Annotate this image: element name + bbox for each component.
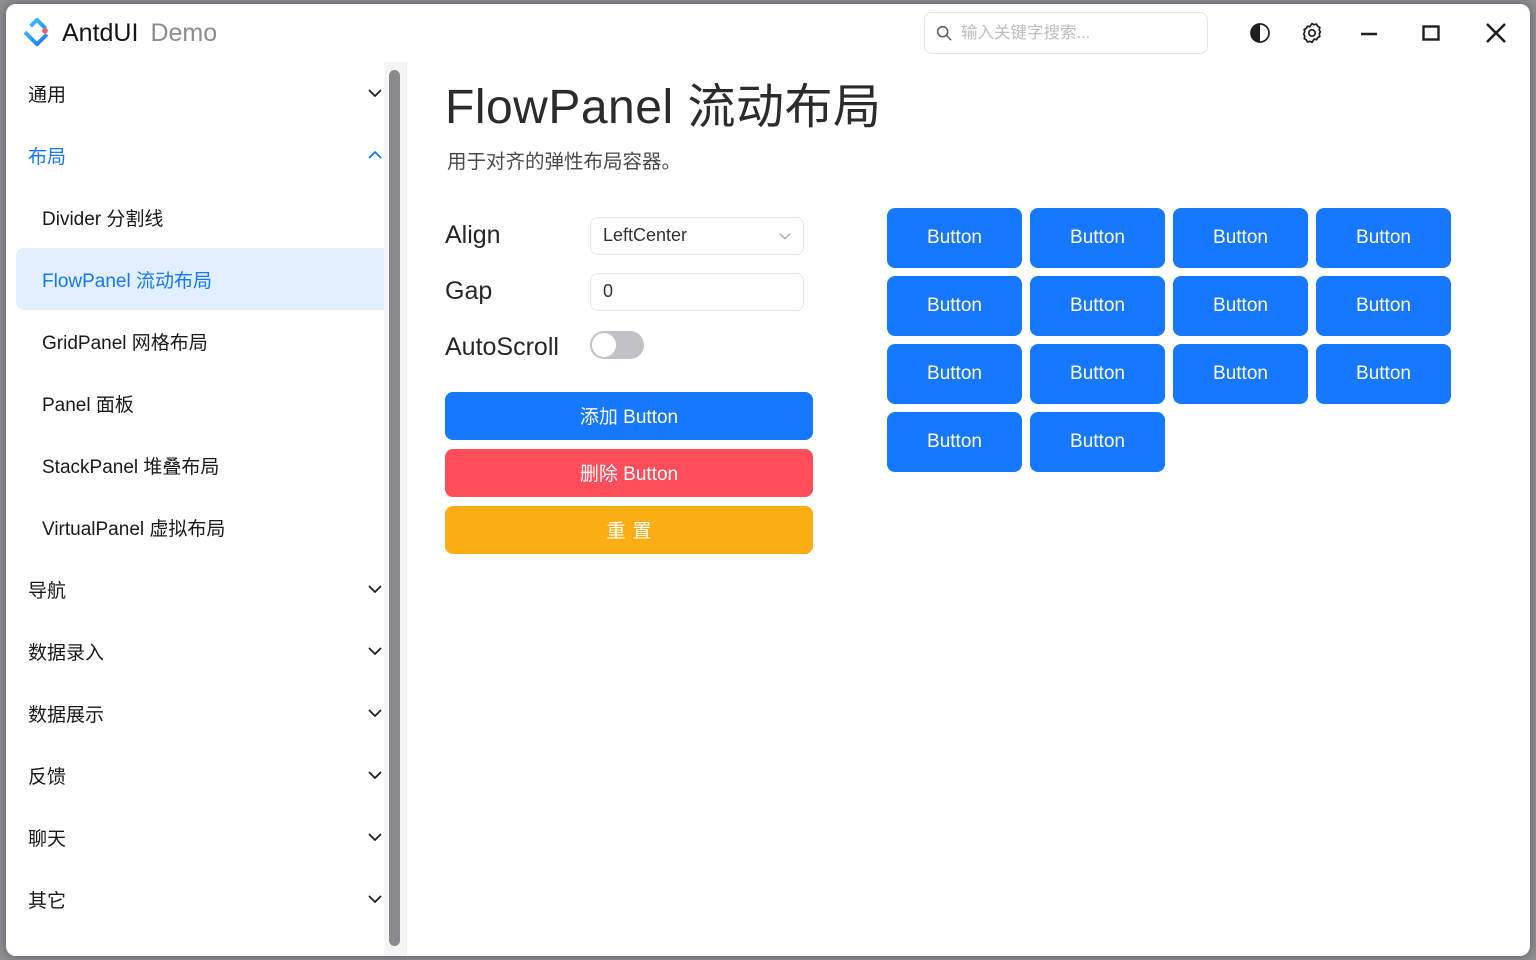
toggle-knob	[592, 333, 616, 358]
sidebar: 通用 布局 Divider 分割线 FlowPanel 流动布局 GridPan…	[6, 62, 406, 956]
sidebar-group-chat[interactable]: 聊天	[6, 806, 406, 868]
sidebar-divider	[406, 62, 407, 956]
sidebar-group-label: 其它	[28, 890, 67, 912]
flow-button[interactable]: Button	[1173, 207, 1308, 268]
flow-button[interactable]: Button	[887, 275, 1022, 336]
sidebar-group-label: 布局	[28, 146, 67, 168]
autoscroll-label: AutoScroll	[445, 333, 559, 362]
align-row: Align LeftCenter	[445, 208, 815, 264]
brand: AntdUI Demo	[22, 18, 217, 48]
page-title: FlowPanel 流动布局	[445, 81, 882, 134]
flow-button[interactable]: Button	[1173, 343, 1308, 404]
autoscroll-field	[590, 331, 815, 364]
body-area: 通用 布局 Divider 分割线 FlowPanel 流动布局 GridPan…	[6, 62, 1530, 956]
align-select-value: LeftCenter	[603, 225, 688, 246]
sidebar-scrollbar-thumb[interactable]	[389, 70, 400, 946]
flow-button[interactable]: Button	[1316, 343, 1451, 404]
antdui-logo-icon	[22, 18, 52, 47]
sidebar-group-others[interactable]: 其它	[6, 868, 406, 930]
sidebar-group-label: 数据录入	[28, 642, 105, 664]
sidebar-group-data-display[interactable]: 数据展示	[6, 682, 406, 744]
align-select[interactable]: LeftCenter	[590, 216, 804, 255]
title-bar: AntdUI Demo	[6, 4, 1530, 62]
sidebar-group-layout[interactable]: 布局	[6, 124, 406, 186]
flow-button[interactable]: Button	[887, 411, 1022, 472]
align-field: LeftCenter	[590, 216, 815, 255]
flow-button[interactable]: Button	[1316, 207, 1451, 268]
contrast-circle-icon	[1250, 23, 1270, 43]
search-box[interactable]	[924, 12, 1208, 54]
close-button[interactable]	[1462, 4, 1530, 62]
flow-button[interactable]: Button	[1030, 275, 1165, 336]
chevron-down-icon	[368, 895, 382, 903]
controls-column: Align LeftCenter Gap	[445, 208, 815, 554]
autoscroll-toggle[interactable]	[590, 331, 644, 360]
sidebar-group-label: 导航	[28, 580, 67, 602]
chevron-down-icon	[779, 232, 791, 240]
settings-button[interactable]	[1286, 4, 1338, 62]
sidebar-group-navigation[interactable]: 导航	[6, 558, 406, 620]
title-bar-actions	[924, 4, 1530, 62]
close-icon	[1486, 23, 1506, 43]
chevron-down-icon	[368, 585, 382, 593]
flow-button[interactable]: Button	[1030, 411, 1165, 472]
search-input[interactable]	[959, 22, 1197, 44]
chevron-down-icon	[368, 771, 382, 779]
sidebar-scrollbar-track[interactable]	[384, 62, 406, 956]
sidebar-group-data-entry[interactable]: 数据录入	[6, 620, 406, 682]
flow-button[interactable]: Button	[1030, 343, 1165, 404]
autoscroll-row: AutoScroll	[445, 320, 815, 376]
brand-subtitle: Demo	[150, 18, 218, 47]
maximize-icon	[1422, 25, 1440, 41]
flow-button[interactable]: Button	[887, 207, 1022, 268]
chevron-down-icon	[368, 833, 382, 841]
demo-area: Align LeftCenter Gap	[445, 207, 1530, 554]
minimize-icon	[1361, 32, 1377, 36]
sidebar-group-general[interactable]: 通用	[6, 62, 406, 124]
delete-button-button[interactable]: 删除 Button	[445, 448, 813, 497]
flow-button[interactable]: Button	[1173, 275, 1308, 336]
sidebar-item-virtualpanel[interactable]: VirtualPanel 虚拟布局	[42, 518, 226, 540]
chevron-up-icon	[368, 151, 382, 159]
minimize-button[interactable]	[1338, 4, 1400, 62]
reset-button[interactable]: 重置	[445, 505, 813, 554]
gap-input[interactable]	[590, 272, 804, 311]
gap-row: Gap	[445, 264, 815, 320]
sidebar-item-gridpanel[interactable]: GridPanel 网格布局	[42, 332, 208, 354]
page-description: 用于对齐的弹性布局容器。	[447, 150, 682, 173]
content-area: FlowPanel 流动布局 用于对齐的弹性布局容器。 Align LeftCe…	[407, 62, 1530, 956]
add-button-button[interactable]: 添加 Button	[445, 391, 813, 440]
app-window: AntdUI Demo	[6, 4, 1530, 956]
sidebar-item-panel[interactable]: Panel 面板	[42, 394, 134, 416]
chevron-down-icon	[368, 647, 382, 655]
flow-button[interactable]: Button	[1030, 207, 1165, 268]
chevron-down-icon	[368, 89, 382, 97]
sidebar-group-label: 通用	[28, 84, 67, 106]
sidebar-item-flowpanel[interactable]: FlowPanel 流动布局	[16, 248, 396, 310]
gear-icon	[1302, 22, 1322, 44]
flow-button[interactable]: Button	[1316, 275, 1451, 336]
theme-toggle-button[interactable]	[1234, 4, 1286, 62]
brand-name: AntdUI	[62, 18, 139, 47]
sidebar-item-divider[interactable]: Divider 分割线	[42, 208, 164, 230]
search-icon	[936, 25, 952, 41]
gap-label: Gap	[445, 277, 493, 306]
sidebar-group-label: 数据展示	[28, 704, 105, 726]
sidebar-group-label: 反馈	[28, 766, 67, 788]
sidebar-group-feedback[interactable]: 反馈	[6, 744, 406, 806]
maximize-button[interactable]	[1400, 4, 1462, 62]
gap-field	[590, 272, 815, 311]
flow-button[interactable]: Button	[887, 343, 1022, 404]
align-label: Align	[445, 221, 501, 250]
chevron-down-icon	[368, 709, 382, 717]
sidebar-group-label: 聊天	[28, 828, 67, 850]
sidebar-item-stackpanel[interactable]: StackPanel 堆叠布局	[42, 456, 220, 478]
